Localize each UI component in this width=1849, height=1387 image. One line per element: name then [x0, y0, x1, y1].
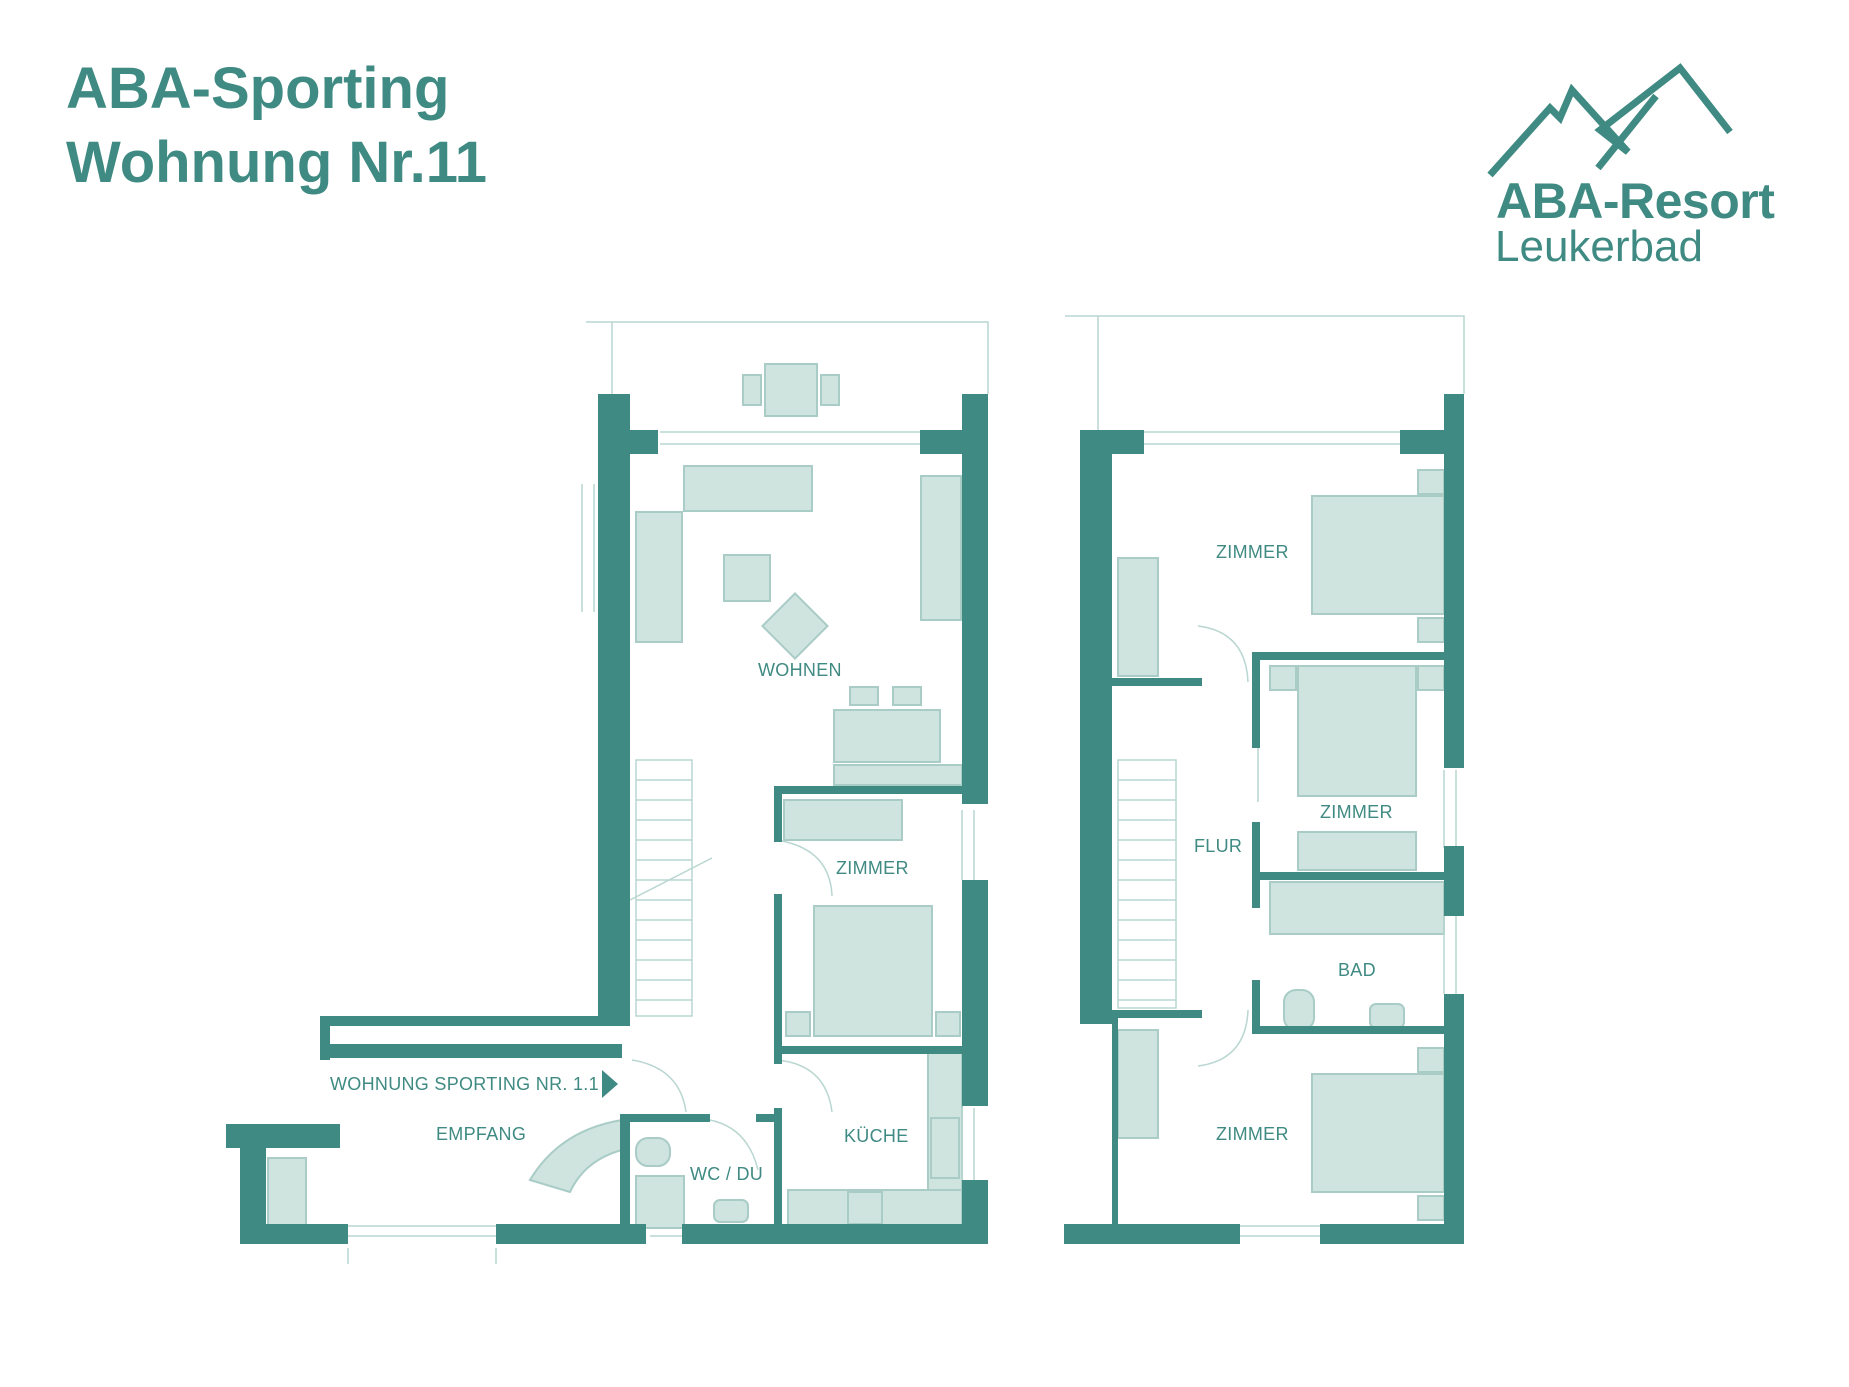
washbasin	[1369, 1003, 1405, 1029]
wardrobe	[1297, 831, 1417, 871]
label-zimmer-top: ZIMMER	[1216, 542, 1289, 562]
toilet	[635, 1137, 671, 1167]
label-zimmer-bottom: ZIMMER	[1216, 1124, 1289, 1144]
wall	[774, 786, 782, 842]
wall	[496, 1224, 646, 1244]
bed	[813, 905, 933, 1037]
furniture-layer	[267, 363, 1445, 1229]
bed	[1297, 665, 1417, 797]
label-empfang: EMPFANG	[436, 1124, 526, 1144]
entry-cabinet	[267, 1157, 307, 1227]
wall	[756, 1114, 782, 1122]
label-zimmer-ground: ZIMMER	[836, 858, 909, 878]
wall	[598, 394, 630, 1024]
nightstand	[935, 1011, 961, 1037]
wall	[598, 430, 658, 454]
wall	[1112, 1010, 1202, 1018]
stairs	[629, 759, 1177, 1017]
balcony-chair	[820, 374, 840, 406]
wall	[240, 1224, 348, 1244]
nightstand	[1417, 1047, 1445, 1073]
wardrobe	[1117, 1029, 1159, 1139]
nightstand	[1417, 1195, 1445, 1221]
room-labels: WOHNEN ZIMMER KÜCHE WC / DU EMPFANG WOHN…	[330, 542, 1393, 1184]
nightstand	[1269, 665, 1297, 691]
wall	[1080, 430, 1144, 454]
wall	[1252, 980, 1260, 1026]
wall	[320, 1016, 630, 1026]
arrow-icon	[602, 1070, 618, 1098]
dining-chair	[892, 686, 922, 706]
armchair	[761, 592, 829, 660]
label-flur: FLUR	[1194, 836, 1242, 856]
wall	[1444, 394, 1464, 768]
wall	[774, 1046, 970, 1054]
wall	[1064, 1224, 1240, 1244]
wall	[1252, 652, 1260, 748]
wardrobe	[783, 799, 903, 841]
wall	[1252, 872, 1448, 880]
wall	[320, 1016, 330, 1060]
logo-name: ABA-Resort	[1496, 173, 1775, 229]
wall	[774, 786, 970, 794]
label-entrance: WOHNUNG SPORTING NR. 1.1	[330, 1074, 599, 1094]
label-bad: BAD	[1338, 960, 1376, 980]
sink	[930, 1117, 960, 1179]
nightstand	[785, 1011, 811, 1037]
walls	[226, 394, 1464, 1244]
washbasin	[713, 1199, 749, 1223]
wall	[1252, 822, 1260, 908]
nightstand	[1417, 469, 1445, 495]
wall	[962, 394, 988, 804]
wardrobe	[1117, 557, 1159, 677]
title-line-1: ABA-Sporting	[66, 56, 450, 121]
logo-place: Leukerbad	[1495, 222, 1703, 271]
stove	[847, 1191, 883, 1225]
bed	[1311, 495, 1445, 615]
sofa	[683, 465, 813, 512]
wall	[1444, 994, 1464, 1244]
wall	[1080, 430, 1112, 1024]
wall	[1252, 1026, 1448, 1034]
reception-desk	[528, 1118, 623, 1194]
label-wohnen: WOHNEN	[758, 660, 842, 680]
wall	[962, 880, 988, 1106]
label-zimmer-middle: ZIMMER	[1320, 802, 1393, 822]
label-kueche: KÜCHE	[844, 1126, 909, 1146]
dining-table	[833, 709, 941, 763]
staircase-ground	[635, 759, 693, 1017]
entrance-arrow	[602, 1070, 618, 1098]
toilet	[1283, 989, 1315, 1031]
wall	[1320, 1224, 1464, 1244]
wall	[774, 894, 782, 1064]
bed	[1311, 1073, 1445, 1193]
wall	[1112, 678, 1202, 686]
wall	[620, 1114, 630, 1234]
wall	[774, 1108, 782, 1238]
wall	[620, 1114, 710, 1122]
mountain-logo-icon	[1487, 63, 1733, 178]
thin-outlines	[347, 315, 1465, 1264]
coffee-table	[723, 554, 771, 602]
bathtub	[1269, 881, 1445, 935]
wall	[322, 1044, 622, 1058]
sofa	[635, 511, 683, 643]
counter	[833, 764, 963, 786]
label-wc-du: WC / DU	[690, 1164, 763, 1184]
dining-chair	[849, 686, 879, 706]
wall	[1252, 652, 1448, 660]
shower	[635, 1175, 685, 1229]
staircase-upper	[1117, 759, 1177, 1009]
balcony-chair	[742, 374, 762, 406]
wall	[682, 1224, 988, 1244]
nightstand	[1417, 665, 1445, 691]
title-line-2: Wohnung Nr.11	[66, 130, 488, 195]
nightstand	[1417, 617, 1445, 643]
cabinet	[920, 475, 962, 621]
wall	[1112, 1014, 1118, 1240]
balcony-table	[764, 363, 818, 417]
wall	[1444, 846, 1464, 916]
plan-title: ABA-Sporting Wohnung Nr.11	[66, 52, 487, 200]
